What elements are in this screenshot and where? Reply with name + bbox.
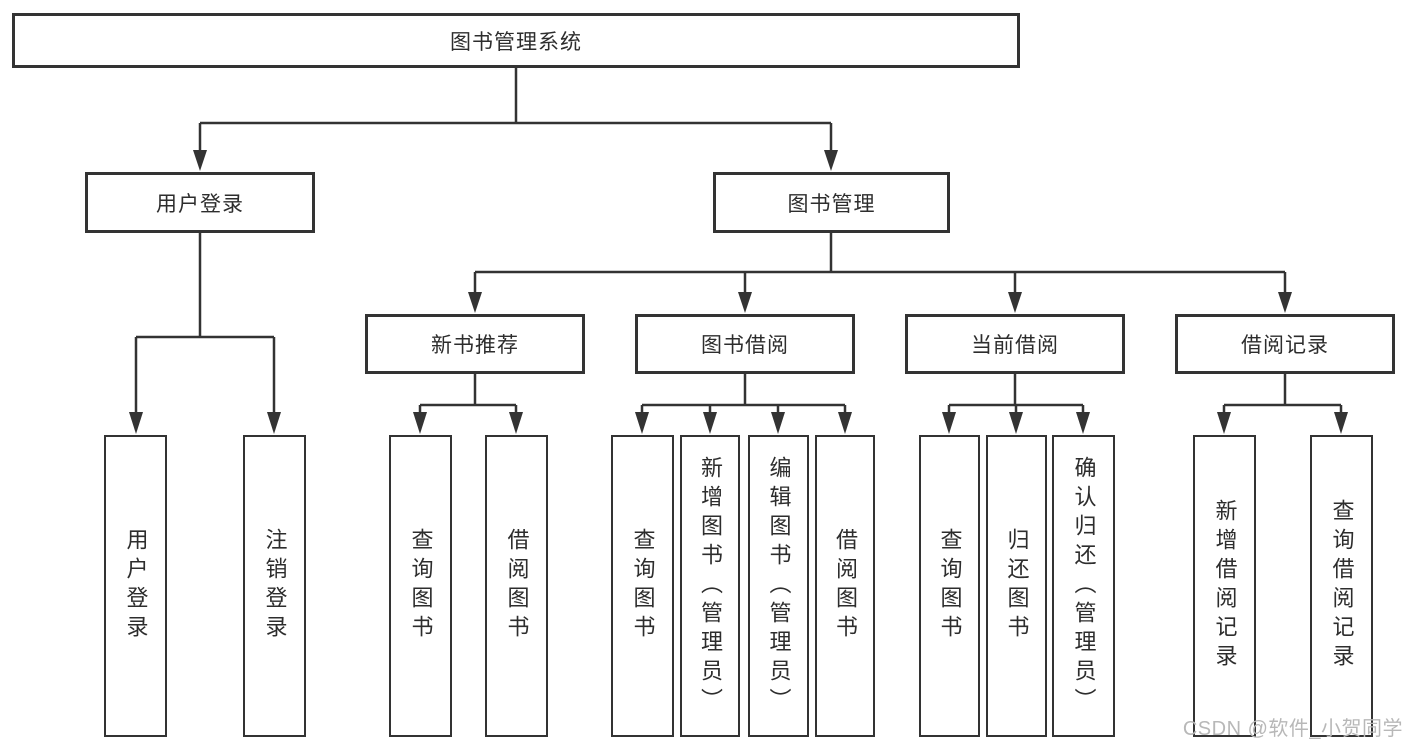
node-new-book-recommend: 新书推荐 bbox=[365, 314, 585, 374]
leaf-add-borrow-record-label: 新增借阅记录 bbox=[1212, 499, 1238, 673]
csdn-watermark: CSDN @软件_小贺同学 bbox=[1182, 718, 1403, 740]
node-new-book-recommend-label: 新书推荐 bbox=[431, 334, 519, 357]
node-user-login-group: 用户登录 bbox=[85, 172, 315, 233]
leaf-user-login-label: 用户登录 bbox=[123, 528, 149, 644]
leaf-query-book-1-label: 查询图书 bbox=[408, 528, 434, 644]
leaf-borrow-book-2-label: 借阅图书 bbox=[833, 528, 858, 644]
leaf-confirm-return-admin-label: 确认归还（管理员） bbox=[1071, 455, 1097, 717]
leaf-add-borrow-record: 新增借阅记录 bbox=[1193, 435, 1256, 737]
connector-root-to-level2 bbox=[193, 68, 838, 171]
leaf-user-login: 用户登录 bbox=[104, 435, 167, 737]
node-current-borrow-label: 当前借阅 bbox=[971, 334, 1059, 357]
node-user-login-label: 用户登录 bbox=[156, 192, 244, 216]
leaf-edit-book-admin: 编辑图书（管理员） bbox=[748, 435, 809, 737]
leaf-logout: 注销登录 bbox=[243, 435, 306, 737]
leaf-borrow-book-1-label: 借阅图书 bbox=[504, 528, 530, 644]
leaf-query-book-2-label: 查询图书 bbox=[630, 528, 656, 644]
leaf-logout-label: 注销登录 bbox=[262, 528, 288, 644]
connector-currentborrow-to-leaves bbox=[942, 374, 1090, 434]
node-borrow-record: 借阅记录 bbox=[1175, 314, 1395, 374]
node-book-borrow-label: 图书借阅 bbox=[701, 334, 789, 357]
connector-userlogin-to-leaves bbox=[129, 233, 281, 434]
leaf-return-book: 归还图书 bbox=[986, 435, 1047, 737]
leaf-query-borrow-record-label: 查询借阅记录 bbox=[1329, 499, 1355, 673]
connector-newbookrec-to-leaves bbox=[413, 374, 523, 434]
connector-bookborrow-to-leaves bbox=[635, 374, 852, 434]
leaf-query-book-1: 查询图书 bbox=[389, 435, 452, 737]
leaf-confirm-return-admin: 确认归还（管理员） bbox=[1052, 435, 1115, 737]
node-current-borrow: 当前借阅 bbox=[905, 314, 1125, 374]
leaf-add-book-admin-label: 新增图书（管理员） bbox=[698, 455, 723, 717]
leaf-query-book-3-label: 查询图书 bbox=[937, 528, 963, 644]
leaf-query-borrow-record: 查询借阅记录 bbox=[1310, 435, 1373, 737]
leaf-borrow-book-1: 借阅图书 bbox=[485, 435, 548, 737]
leaf-edit-book-admin-label: 编辑图书（管理员） bbox=[766, 455, 792, 717]
leaf-borrow-book-2: 借阅图书 bbox=[815, 435, 875, 737]
node-book-management: 图书管理 bbox=[713, 172, 950, 233]
connector-borrowrecord-to-leaves bbox=[1217, 374, 1348, 434]
node-borrow-record-label: 借阅记录 bbox=[1241, 334, 1329, 357]
node-root-system: 图书管理系统 bbox=[12, 13, 1020, 68]
leaf-query-book-3: 查询图书 bbox=[919, 435, 980, 737]
leaf-add-book-admin: 新增图书（管理员） bbox=[680, 435, 740, 737]
node-root-label: 图书管理系统 bbox=[450, 30, 582, 54]
node-book-borrow: 图书借阅 bbox=[635, 314, 855, 374]
leaf-return-book-label: 归还图书 bbox=[1004, 528, 1030, 644]
leaf-query-book-2: 查询图书 bbox=[611, 435, 674, 737]
connector-bookmgmt-to-level3 bbox=[468, 233, 1292, 313]
node-book-management-label: 图书管理 bbox=[787, 192, 876, 216]
